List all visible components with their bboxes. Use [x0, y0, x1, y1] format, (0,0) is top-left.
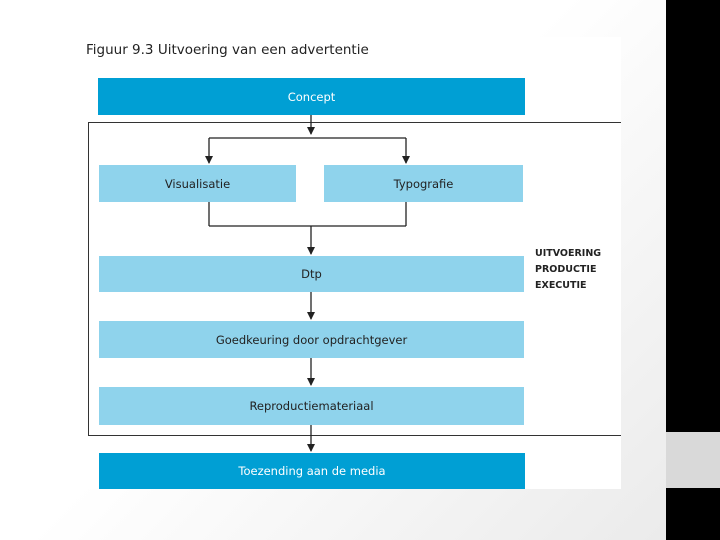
side-label-uitvoering: UITVOERING — [535, 248, 602, 259]
box-dtp-label: Dtp — [301, 267, 322, 281]
side-label-productie: PRODUCTIE — [535, 264, 597, 275]
box-goedkeuring: Goedkeuring door opdrachtgever — [99, 321, 524, 358]
side-label-executie: EXECUTIE — [535, 280, 587, 291]
box-concept: Concept — [98, 78, 525, 115]
box-goedkeuring-label: Goedkeuring door opdrachtgever — [215, 332, 408, 347]
box-typografie: Typografie — [324, 165, 523, 202]
side-label: UITVOERING PRODUCTIE EXECUTIE — [535, 246, 601, 294]
box-typografie-label: Typografie — [393, 176, 454, 191]
box-toezending: Toezending aan de media — [99, 453, 525, 489]
figure-title: Figuur 9.3 Uitvoering van een advertenti… — [86, 42, 369, 58]
box-visualisatie-label: Visualisatie — [164, 176, 231, 191]
slide-edge-gray — [666, 432, 720, 488]
box-toezending-label: Toezending aan de media — [238, 464, 386, 478]
execution-frame — [88, 122, 621, 436]
box-reproductie: Reproductiemateriaal — [99, 387, 524, 425]
box-reproductie-label: Reproductiemateriaal — [249, 399, 374, 413]
connector-lines — [205, 115, 410, 452]
box-dtp: Dtp — [99, 256, 524, 292]
box-visualisatie: Visualisatie — [99, 165, 296, 202]
process-figure: Figuur 9.3 Uitvoering van een advertenti… — [86, 37, 621, 489]
box-concept-label: Concept — [287, 89, 336, 104]
